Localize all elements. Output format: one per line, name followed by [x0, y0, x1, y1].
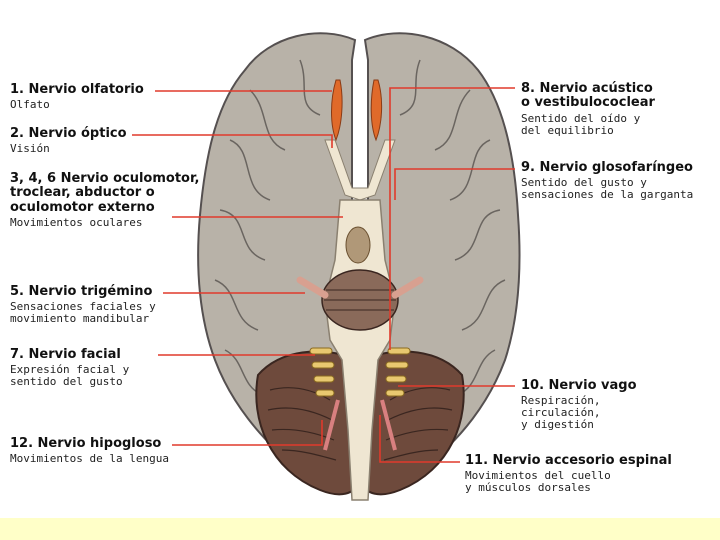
label-desc: Expresión facial y	[10, 363, 130, 377]
label-desc: del equilibrio	[521, 123, 614, 137]
nerve-roots	[309, 347, 411, 397]
right-hypoglossal-nerve	[380, 399, 397, 451]
left-olfactory-bulb	[331, 79, 343, 142]
label-title: 7. Nervio facial	[10, 347, 121, 362]
label-desc: Sensaciones faciales y	[10, 300, 156, 314]
label-optico: 2. Nervio óptico Visión	[10, 126, 127, 156]
label-glosofaringeo: 9. Nervio glosofaríngeo Sentido del gust…	[521, 160, 694, 202]
label-oculomotor: 3, 4, 6 Nervio oculomotor, troclear, abd…	[10, 171, 200, 229]
bottom-band	[0, 518, 720, 540]
label-desc: sentido del gusto	[10, 375, 123, 389]
label-facial: 7. Nervio facial Expresión facial y sent…	[10, 347, 130, 389]
label-accesorio: 11. Nervio accesorio espinal Movimientos…	[465, 453, 672, 495]
label-desc: Sentido del gusto y	[521, 176, 647, 190]
leader-lines	[132, 87, 515, 463]
leader-glosofaringeo	[394, 168, 515, 200]
label-title: 10. Nervio vago	[521, 378, 637, 393]
label-title: 11. Nervio accesorio espinal	[465, 453, 672, 468]
label-title: 5. Nervio trigémino	[10, 284, 153, 299]
label-title: 1. Nervio olfatorio	[10, 82, 144, 97]
label-olfatorio: 1. Nervio olfatorio Olfato	[10, 82, 144, 112]
label-desc: Visión	[10, 142, 50, 156]
left-trigeminal-nerve	[296, 276, 329, 299]
label-desc: Movimientos oculares	[10, 215, 143, 229]
label-desc: y músculos dorsales	[465, 481, 591, 495]
pituitary	[345, 226, 371, 264]
leader-hipogloso	[172, 420, 323, 446]
label-hipogloso: 12. Nervio hipogloso Movimientos de la l…	[10, 436, 169, 466]
leader-accesorio	[379, 415, 460, 463]
label-title: 8. Nervio acústico o vestibulococlear	[521, 81, 655, 111]
label-desc: Sentido del oído y	[521, 111, 641, 125]
leader-optico	[132, 134, 333, 148]
label-desc: circulación,	[521, 406, 601, 420]
left-hypoglossal-nerve	[323, 399, 340, 451]
label-desc: Movimientos de la lengua	[10, 452, 169, 466]
right-olfactory-bulb	[370, 79, 383, 142]
pons-stripes	[324, 289, 396, 311]
label-desc: Movimientos del cuello	[465, 469, 611, 483]
label-desc: Olfato	[10, 98, 50, 112]
label-trigemino: 5. Nervio trigémino Sensaciones faciales…	[10, 284, 156, 326]
right-trigeminal-nerve	[391, 276, 424, 299]
label-title: 9. Nervio glosofaríngeo	[521, 160, 693, 175]
label-acustico: 8. Nervio acústico o vestibulococlear Se…	[521, 81, 655, 137]
label-title: 3, 4, 6 Nervio oculomotor, troclear, abd…	[10, 171, 200, 215]
label-desc: y digestión	[521, 418, 594, 432]
label-title: 2. Nervio óptico	[10, 126, 127, 141]
leader-acustico	[389, 87, 515, 350]
label-title: 12. Nervio hipogloso	[10, 436, 162, 451]
label-vago: 10. Nervio vago Respiración, circulación…	[521, 378, 637, 432]
label-desc: Respiración,	[521, 394, 601, 408]
label-desc: sensaciones de la garganta	[521, 188, 694, 202]
label-desc: movimiento mandibular	[10, 312, 150, 326]
